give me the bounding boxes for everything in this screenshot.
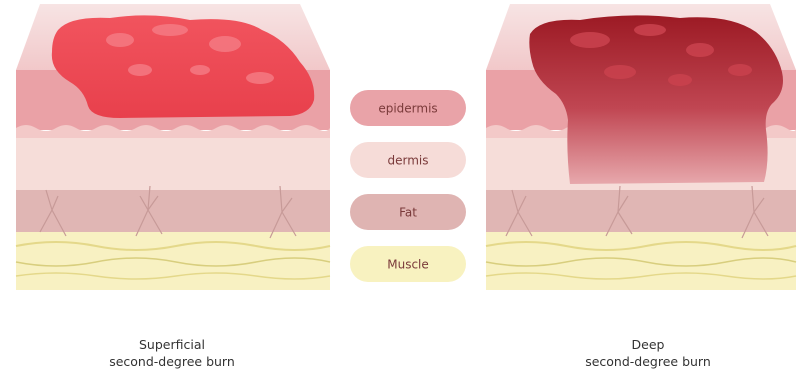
legend-label-dermis: dermis: [388, 154, 429, 168]
superficial-dermis-layer: [16, 138, 330, 190]
legend-item-fat: Fat: [350, 194, 466, 230]
legend-item-muscle: Muscle: [350, 246, 466, 282]
superficial-burn-caption: Superficial second-degree burn: [52, 336, 292, 370]
legend-item-dermis: dermis: [350, 142, 466, 178]
deep-fat-layer: [486, 190, 796, 236]
deep-burn-caption: Deep second-degree burn: [528, 336, 768, 370]
superficial-caption-line1: Superficial: [52, 336, 292, 353]
legend-label-epidermis: epidermis: [378, 102, 437, 116]
legend-label-muscle: Muscle: [387, 258, 429, 272]
layer-legend: epidermis dermis Fat Muscle: [350, 90, 466, 282]
superficial-skin-block: [16, 4, 330, 290]
legend-item-epidermis: epidermis: [350, 90, 466, 126]
superficial-caption-line2: second-degree burn: [52, 353, 292, 370]
deep-caption-line2: second-degree burn: [528, 353, 768, 370]
legend-label-fat: Fat: [399, 206, 417, 220]
deep-skin-block: [486, 4, 796, 290]
deep-caption-line1: Deep: [528, 336, 768, 353]
